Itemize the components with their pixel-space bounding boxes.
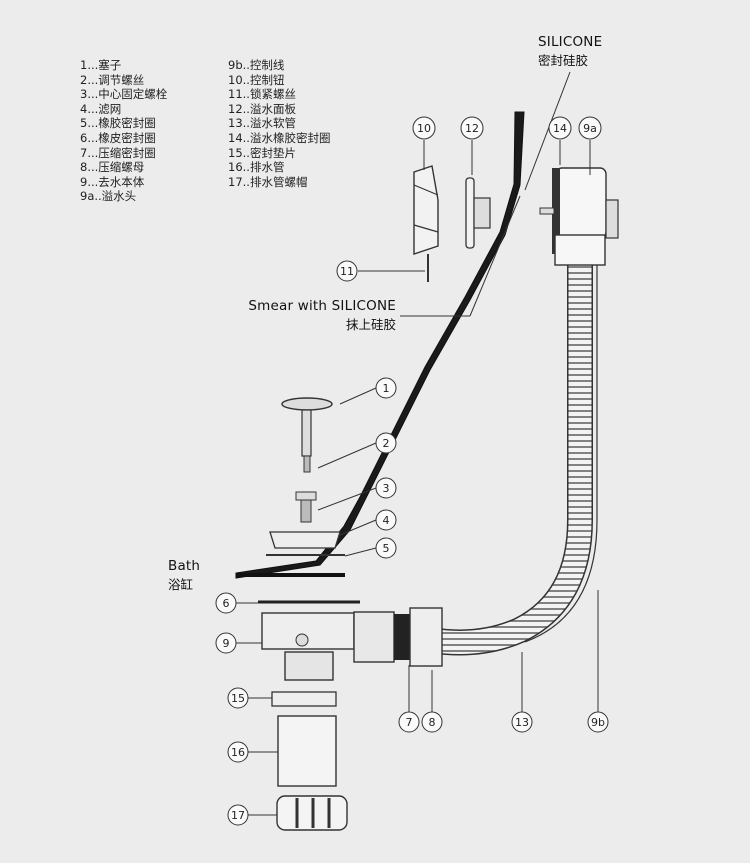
callout-2: 2 [375, 432, 397, 454]
callout-13: 13 [511, 711, 533, 733]
legend-item: 2...调节螺丝 [80, 72, 145, 87]
callout-14: 14 [548, 116, 572, 140]
callout-1: 1 [375, 377, 397, 399]
legend-item: 10..控制钮 [228, 72, 285, 87]
callout-6: 6 [215, 592, 237, 614]
svg-text:15: 15 [231, 692, 245, 705]
svg-text:3: 3 [383, 482, 390, 495]
legend-item: 13..溢水软管 [228, 116, 296, 131]
overflow-plate [465, 177, 491, 249]
callout-9a: 9a [578, 116, 602, 140]
bath-label-cn: 浴缸 [168, 577, 194, 592]
control-knob [413, 165, 439, 282]
stopper-parts [266, 397, 345, 556]
overflow-hose [427, 262, 598, 656]
svg-text:2: 2 [383, 437, 390, 450]
silicone-label-cn: 密封硅胶 [538, 53, 589, 68]
legend-item: 3...中心固定螺栓 [80, 87, 168, 102]
callouts: 1 2 3 4 5 6 9 15 16 17 7 8 13 9b 10 12 1… [215, 116, 609, 826]
callout-9b: 9b [587, 711, 609, 733]
svg-text:5: 5 [383, 542, 390, 555]
legend-item: 6...橡皮密封圈 [80, 130, 156, 145]
overflow-head [539, 167, 619, 266]
callout-8: 8 [421, 711, 443, 733]
legend-item: 5...橡胶密封圈 [80, 116, 156, 131]
legend-item: 11..锁紧螺丝 [228, 87, 296, 102]
callout-7: 7 [398, 711, 420, 733]
legend-item: 9a..溢水头 [80, 189, 137, 204]
bath-outline [235, 111, 525, 579]
smear-label-en: Smear with SILICONE [248, 298, 396, 314]
silicone-note: SILICONE 密封硅胶 [538, 34, 602, 69]
legend-item: 9...去水本体 [80, 174, 145, 189]
svg-text:8: 8 [429, 716, 436, 729]
legend-item: 4...滤网 [80, 101, 122, 116]
svg-text:10: 10 [417, 122, 431, 135]
smear-label-cn: 抹上硅胶 [345, 317, 396, 332]
svg-text:7: 7 [406, 716, 413, 729]
bath-label-en: Bath [168, 558, 201, 574]
legend-item: 9b..控制线 [228, 58, 285, 72]
silicone-label-en: SILICONE [538, 34, 603, 50]
bath-note: Bath 浴缸 [168, 558, 200, 593]
legend-item: 16..排水管 [228, 160, 285, 175]
svg-text:11: 11 [340, 265, 354, 278]
callout-15: 15 [227, 687, 249, 709]
svg-text:9b: 9b [591, 716, 605, 729]
svg-text:14: 14 [553, 122, 567, 135]
legend-item: 8...压缩螺母 [80, 160, 145, 175]
smear-note: Smear with SILICONE 抹上硅胶 [246, 298, 396, 333]
svg-text:13: 13 [515, 716, 529, 729]
legend-item: 14..溢水橡胶密封圈 [228, 130, 331, 145]
leader-lines [236, 71, 599, 816]
legend-item: 15..密封垫片 [228, 145, 296, 160]
svg-text:9: 9 [223, 637, 230, 650]
svg-text:6: 6 [223, 597, 230, 610]
svg-text:9a: 9a [583, 122, 597, 135]
callout-12: 12 [460, 116, 484, 140]
svg-text:17: 17 [231, 809, 245, 822]
waste-pipe-parts [271, 691, 348, 831]
svg-text:1: 1 [383, 382, 390, 395]
callout-10: 10 [412, 116, 436, 140]
legend-item: 1...塞子 [80, 58, 122, 72]
callout-17: 17 [227, 804, 249, 826]
legend-item: 17..排水管螺帽 [228, 174, 308, 189]
callout-5: 5 [375, 537, 397, 559]
svg-text:16: 16 [231, 746, 245, 759]
legend-item: 7...压缩密封圈 [80, 145, 156, 160]
callout-9: 9 [215, 632, 237, 654]
svg-text:12: 12 [465, 122, 479, 135]
callout-16: 16 [227, 741, 249, 763]
legend-item: 12..溢水面板 [228, 101, 296, 116]
drain-body [258, 600, 443, 681]
parts-legend-right: 9b..控制线 10..控制钮 11..锁紧螺丝 12..溢水面板 13..溢水… [228, 58, 330, 189]
svg-text:4: 4 [383, 514, 390, 527]
callout-4: 4 [375, 509, 397, 531]
callout-3: 3 [375, 477, 397, 499]
callout-11: 11 [336, 260, 358, 282]
parts-legend-left: 1...塞子 2...调节螺丝 3...中心固定螺栓 4...滤网 5...橡胶… [80, 58, 167, 204]
